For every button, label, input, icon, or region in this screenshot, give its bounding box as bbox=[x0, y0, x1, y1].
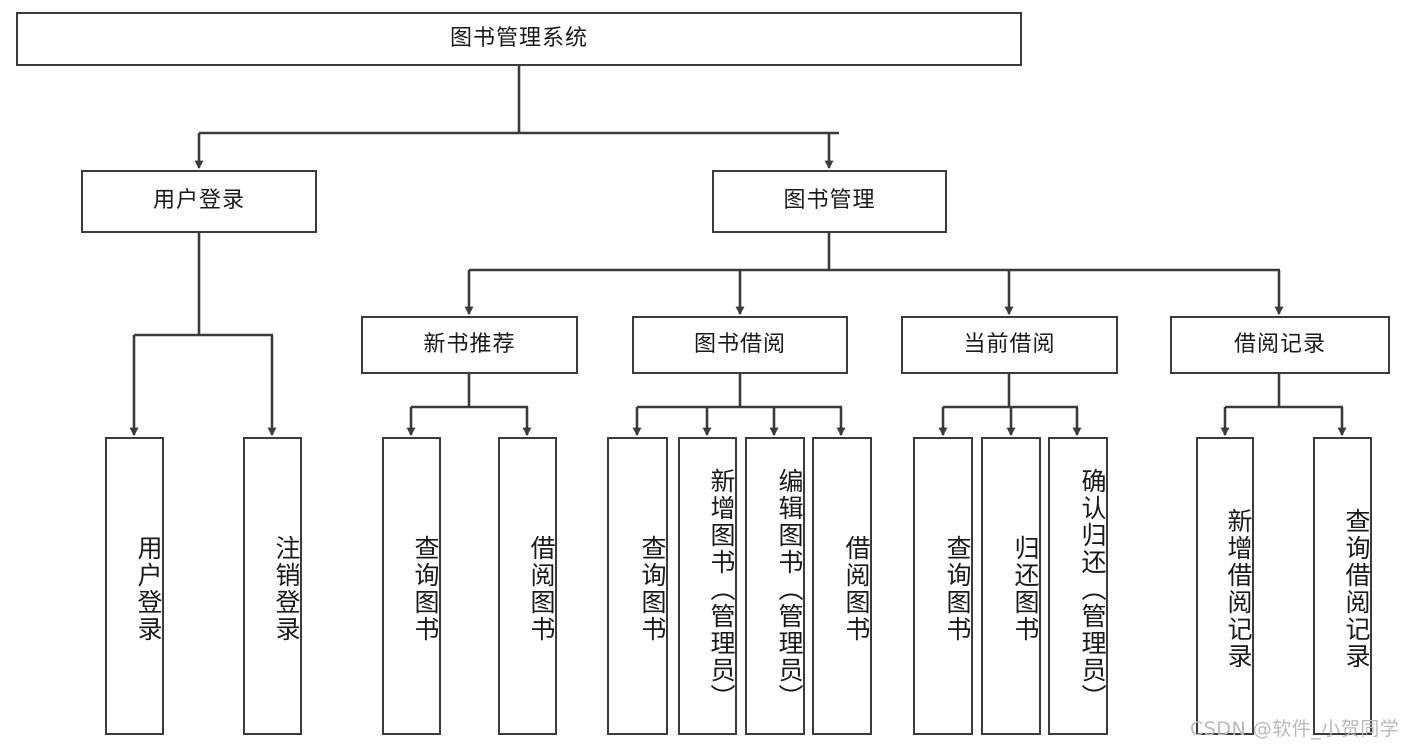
node-root-library-management-system[interactable]: 图书管理系统 bbox=[16, 12, 1022, 66]
node-book-management[interactable]: 图书管理 bbox=[712, 170, 947, 233]
leaf-book-borrow-add-book-admin[interactable]: 新增图书（管理员） bbox=[678, 437, 737, 735]
csdn-watermark: CSDN @软件_小贺同学 bbox=[1190, 718, 1400, 740]
leaf-borrow-record-query-record[interactable]: 查询借阅记录 bbox=[1313, 437, 1372, 735]
node-current-borrow[interactable]: 当前借阅 bbox=[901, 316, 1118, 374]
leaf-current-borrow-confirm-return-admin[interactable]: 确认归还（管理员） bbox=[1048, 437, 1108, 735]
node-book-borrow[interactable]: 图书借阅 bbox=[632, 316, 848, 374]
leaf-book-borrow-borrow-book[interactable]: 借阅图书 bbox=[812, 437, 872, 735]
leaf-book-borrow-query-book[interactable]: 查询图书 bbox=[607, 437, 668, 735]
node-borrow-record[interactable]: 借阅记录 bbox=[1170, 316, 1390, 374]
leaf-current-borrow-return-book[interactable]: 归还图书 bbox=[981, 437, 1041, 735]
leaf-new-book-query-book[interactable]: 查询图书 bbox=[382, 437, 441, 735]
leaf-borrow-record-add-record[interactable]: 新增借阅记录 bbox=[1196, 437, 1254, 735]
node-new-book-recommend[interactable]: 新书推荐 bbox=[361, 316, 578, 374]
leaf-user-login-login[interactable]: 用户登录 bbox=[105, 437, 164, 735]
node-user-login[interactable]: 用户登录 bbox=[81, 170, 317, 233]
leaf-new-book-borrow-book[interactable]: 借阅图书 bbox=[498, 437, 557, 735]
leaf-book-borrow-edit-book-admin[interactable]: 编辑图书（管理员） bbox=[745, 437, 805, 735]
leaf-current-borrow-query-book[interactable]: 查询图书 bbox=[913, 437, 973, 735]
leaf-user-login-logout[interactable]: 注销登录 bbox=[243, 437, 302, 735]
